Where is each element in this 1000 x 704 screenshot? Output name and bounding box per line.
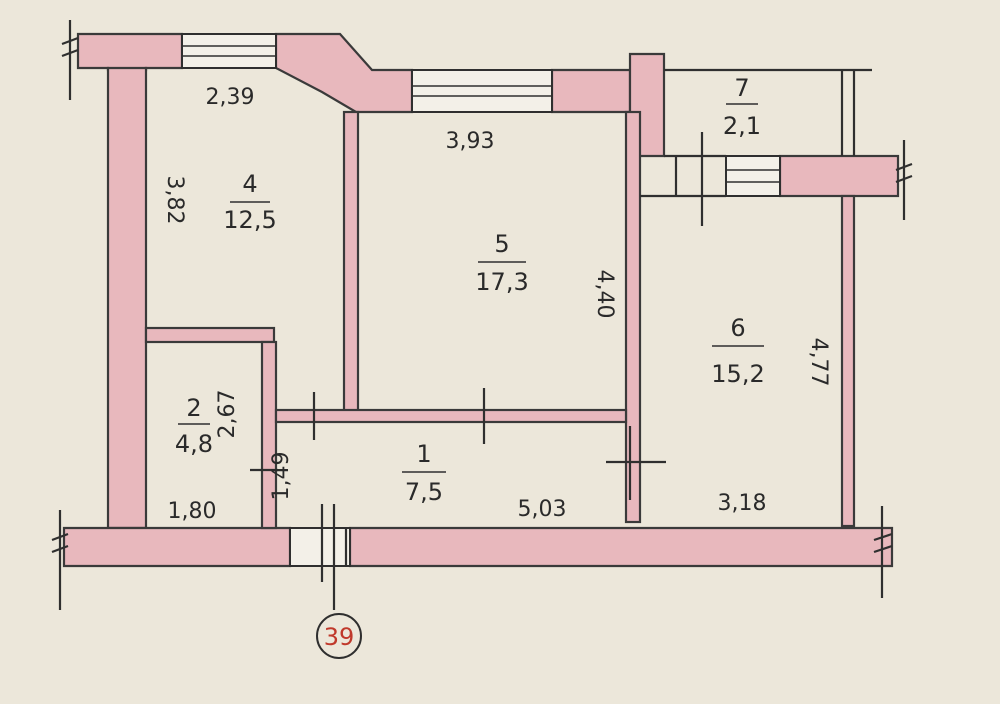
- dimension-label: 1,80: [168, 499, 217, 524]
- ink-lines: [51, 20, 913, 610]
- dimension-label: 2,67: [215, 390, 240, 439]
- room-number: 5: [494, 230, 509, 258]
- room-number: 2: [186, 394, 201, 422]
- windows: [181, 33, 781, 567]
- room-number: 6: [730, 314, 745, 342]
- window-room5: [411, 69, 553, 113]
- dimension-label: 4,77: [806, 338, 831, 387]
- dimension-labels: 2,39 3,82 3,93 4,40 4,77 3,18 5,03 1,49 …: [162, 85, 831, 524]
- room-area: 2,1: [723, 112, 761, 140]
- dimension-label: 3,82: [162, 176, 187, 225]
- window-room6: [725, 155, 781, 197]
- dimension-label: 4,40: [592, 270, 617, 319]
- walls: [62, 32, 900, 568]
- room-labels: 4 12,5 5 17,3 6 15,2 7 2,1 2 4,8 1 7,5: [175, 74, 765, 506]
- dimension-label: 3,93: [446, 129, 495, 154]
- dimension-label: 3,18: [718, 491, 767, 516]
- window-room4: [181, 33, 277, 69]
- room-area: 7,5: [405, 478, 443, 506]
- dimension-label: 5,03: [518, 497, 567, 522]
- room-number: 7: [734, 74, 749, 102]
- room-number: 1: [416, 440, 431, 468]
- room-area: 4,8: [175, 430, 213, 458]
- dimension-label: 1,49: [269, 452, 294, 501]
- room-area: 15,2: [711, 360, 764, 388]
- door-entrance: [289, 527, 351, 567]
- room-number: 4: [242, 170, 257, 198]
- axis-marker: 39: [316, 613, 362, 659]
- dimension-label: 2,39: [206, 85, 255, 110]
- axis-marker-label: 39: [324, 623, 355, 651]
- room-area: 17,3: [475, 268, 528, 296]
- room-area: 12,5: [223, 206, 276, 234]
